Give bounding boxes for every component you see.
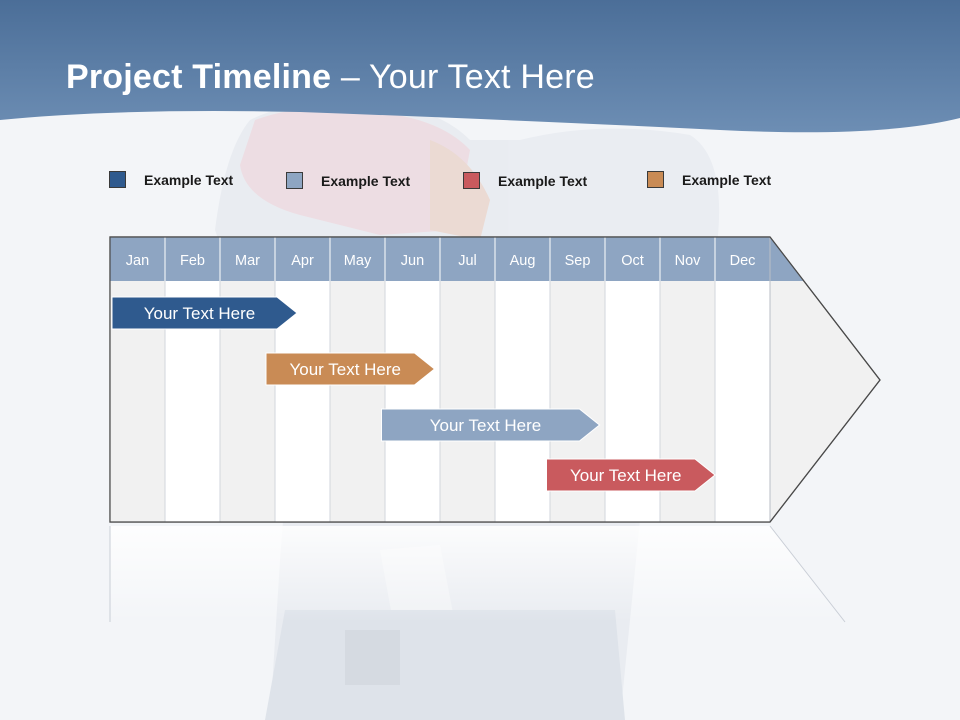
- month-label: Apr: [291, 253, 314, 269]
- month-label: Mar: [235, 253, 260, 269]
- month-header-cell: [220, 237, 275, 281]
- month-column: [715, 281, 770, 522]
- month-column: [495, 281, 550, 522]
- task-bar-shape: [111, 296, 298, 330]
- month-column: [385, 281, 440, 522]
- task-bar-label: Your Text Here: [144, 304, 256, 323]
- task-bar-label: Your Text Here: [430, 416, 542, 435]
- task-bar: Your Text Here: [381, 408, 601, 442]
- legend-swatch-1: [109, 171, 126, 188]
- month-header-cell: [110, 237, 165, 281]
- reflection-area: [110, 526, 845, 622]
- month-label: Jan: [126, 253, 149, 269]
- month-column: [440, 281, 495, 522]
- month-columns: [109, 236, 881, 523]
- legend-item-2: Example Text: [286, 172, 410, 189]
- legend-item-1: Example Text: [109, 171, 233, 188]
- month-header-cell: [660, 237, 715, 281]
- month-header-cell: [385, 237, 440, 281]
- task-bar: Your Text Here: [111, 296, 298, 330]
- month-label: Oct: [621, 253, 644, 269]
- month-header-cell: [605, 237, 660, 281]
- legend-swatch-3: [463, 172, 480, 189]
- month-label: Jun: [401, 253, 424, 269]
- month-header-cell: [165, 237, 220, 281]
- task-bar-shape: [381, 408, 601, 442]
- slide-title: Project Timeline – Your Text Here: [66, 58, 595, 97]
- task-bar-shape: [546, 458, 716, 492]
- month-label: Feb: [180, 253, 205, 269]
- month-label: Nov: [675, 253, 702, 269]
- header-band: [0, 0, 960, 133]
- timeline-reflection: [109, 525, 846, 623]
- month-label: Sep: [565, 253, 591, 269]
- legend-label-2: Example Text: [321, 172, 411, 189]
- month-column: [330, 281, 385, 522]
- month-label: May: [344, 253, 372, 269]
- month-label: Dec: [730, 253, 756, 269]
- task-bar: Your Text Here: [546, 458, 716, 492]
- legend-item-4: Example Text: [647, 171, 771, 188]
- month-header-cell: [330, 237, 385, 281]
- task-bar-label: Your Text Here: [289, 360, 401, 379]
- reflection-edge-right: [769, 525, 846, 623]
- arrow-border: [109, 236, 881, 523]
- legend-label-1: Example Text: [144, 171, 234, 188]
- task-bar-label: Your Text Here: [570, 466, 682, 485]
- month-label: Aug: [510, 253, 536, 269]
- legend-label-3: Example Text: [498, 172, 588, 189]
- month-header-cell: [440, 237, 495, 281]
- title-rest-text: – Your Text Here: [331, 58, 595, 96]
- legend-item-3: Example Text: [463, 172, 587, 189]
- month-header-cell: [275, 237, 330, 281]
- month-header-cell: [550, 237, 605, 281]
- month-header-cell: [495, 237, 550, 281]
- legend-swatch-4: [647, 171, 664, 188]
- legend-swatch-2: [286, 172, 303, 189]
- month-label: Jul: [458, 253, 477, 269]
- month-labels: Jan Feb Mar Apr May Jun Jul Aug Sep Oct Nov Dec: [126, 253, 756, 269]
- task-bar: Your Text Here: [265, 352, 436, 386]
- task-bar-shape: [265, 352, 436, 386]
- month-header-cell: [715, 237, 770, 281]
- title-bold-text: Project Timeline: [66, 58, 332, 96]
- legend-label-4: Example Text: [682, 171, 772, 188]
